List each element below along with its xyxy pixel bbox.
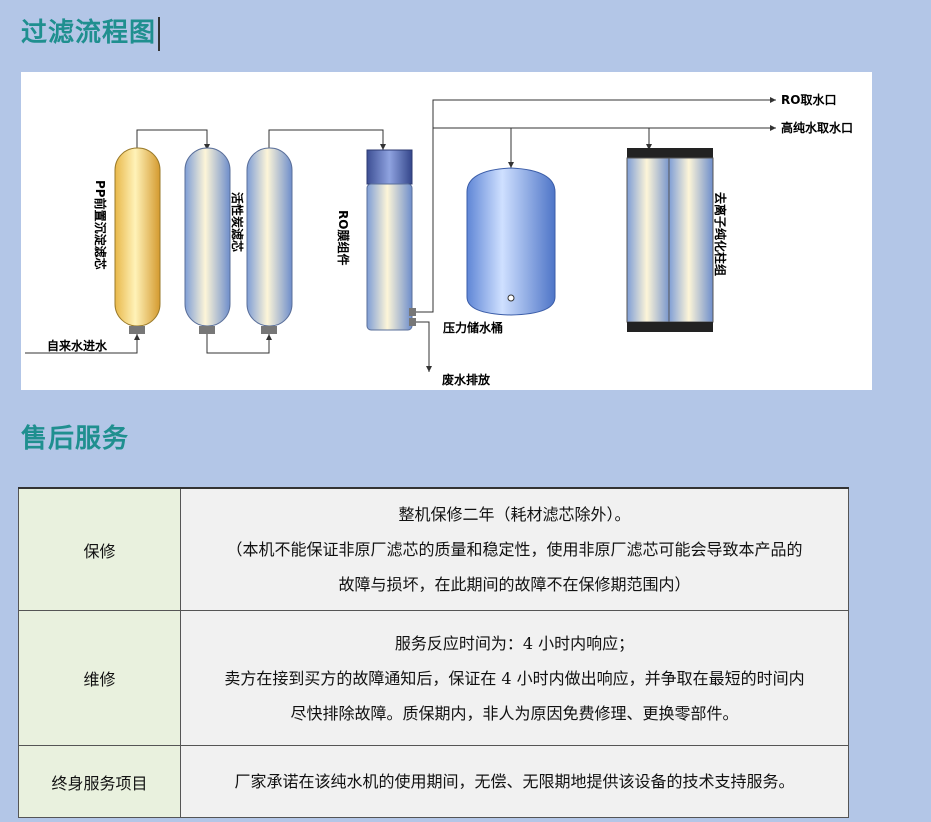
repair-line-3: 尽快排除故障。质保期内，非人为原因免费修理、更换零部件。	[290, 703, 739, 723]
carbon-filter-label: 活性炭滤芯	[230, 192, 245, 252]
pp-sediment-filter	[114, 147, 161, 334]
ro-outlet-label: RO取水口	[781, 92, 836, 107]
pipe-lines	[25, 99, 776, 372]
warranty-label: 保修	[18, 487, 181, 611]
after-sales-service-table: 保修 整机保修二年（耗材滤芯除外）。 （本机不能保证非原厂滤芯的质量和稳定性，使…	[18, 487, 849, 818]
table-row: 维修 服务反应时间为：4 小时内响应； 卖方在接到买方的故障通知后，保证在 4 …	[18, 610, 849, 746]
waste-water-label: 废水排放	[442, 372, 491, 387]
repair-line-2: 卖方在接到买方的故障通知后，保证在 4 小时内做出响应，并争取在最短的时间内	[224, 668, 805, 688]
lifetime-service-label: 终身服务项目	[18, 745, 181, 818]
repair-content: 服务反应时间为：4 小时内响应； 卖方在接到买方的故障通知后，保证在 4 小时内…	[180, 610, 849, 746]
pure-water-outlet-label: 高纯水取水口	[781, 120, 853, 135]
filtration-flow-diagram: 自来水进水 压力储水桶 RO取水口 高纯水取水口 废水排放 PP前置沉淀滤芯 活…	[21, 72, 872, 390]
repair-label: 维修	[18, 610, 181, 746]
carbon-filter-2	[246, 147, 293, 334]
ro-membrane-module	[366, 149, 416, 331]
ro-module-label: RO膜组件	[336, 210, 351, 265]
warranty-line-2: （本机不能保证非原厂滤芯的质量和稳定性，使用非原厂滤芯可能会导致本产品的	[226, 540, 803, 559]
warranty-line-3: 故障与损坏，在此期间的故障不在保修期范围内）	[338, 575, 691, 594]
table-row: 终身服务项目 厂家承诺在该纯水机的使用期间，无偿、无限期地提供该设备的技术支持服…	[18, 745, 849, 818]
pp-filter-label: PP前置沉淀滤芯	[93, 180, 108, 270]
inlet-label: 自来水进水	[47, 338, 108, 353]
repair-line-1: 服务反应时间为：4 小时内响应；	[394, 633, 635, 653]
tank-label: 压力储水桶	[443, 320, 503, 335]
warranty-line-1: 整机保修二年（耗材滤芯除外）。	[398, 505, 631, 524]
filter-flow-title: 过滤流程图	[21, 12, 160, 51]
lifetime-line-1: 厂家承诺在该纯水机的使用期间，无偿、无限期地提供该设备的技术支持服务。	[234, 772, 795, 791]
flow-arrows	[134, 97, 776, 372]
carbon-filter-1	[184, 147, 231, 334]
pressure-tank	[466, 167, 556, 316]
deionizer-label: 去离子纯化柱组	[713, 192, 728, 276]
warranty-content: 整机保修二年（耗材滤芯除外）。 （本机不能保证非原厂滤芯的质量和稳定性，使用非原…	[180, 487, 849, 611]
deionizer-column-group	[626, 148, 714, 332]
table-row: 保修 整机保修二年（耗材滤芯除外）。 （本机不能保证非原厂滤芯的质量和稳定性，使…	[18, 487, 849, 611]
after-sales-title: 售后服务	[21, 424, 130, 454]
lifetime-service-content: 厂家承诺在该纯水机的使用期间，无偿、无限期地提供该设备的技术支持服务。	[180, 745, 849, 818]
